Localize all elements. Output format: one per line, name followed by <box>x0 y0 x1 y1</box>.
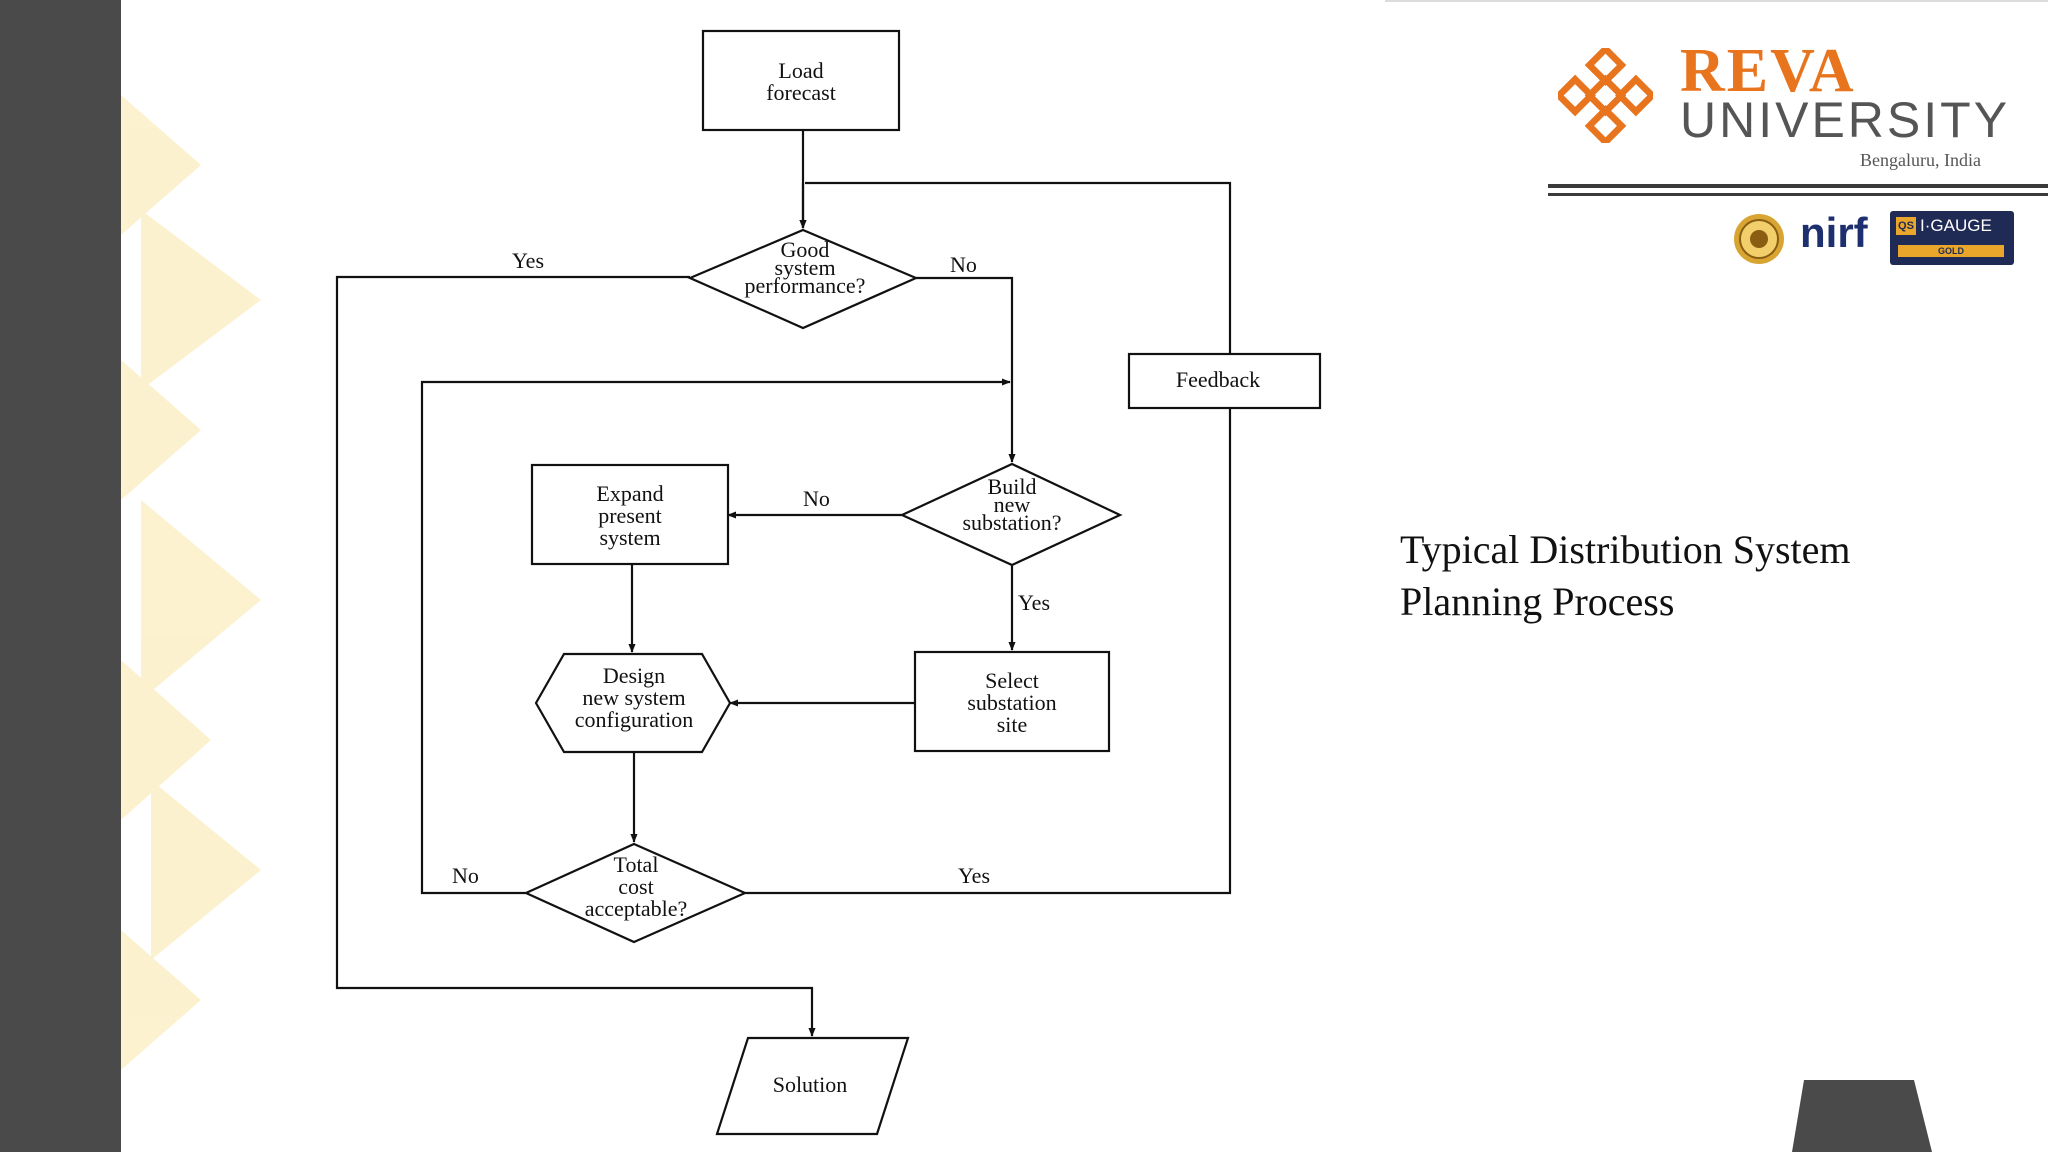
total-cost-decision: Total cost acceptable? <box>523 842 748 944</box>
brand-divider-thick <box>1548 184 2048 188</box>
naac-seal-icon <box>1734 214 1784 264</box>
build-substation-no-label: No <box>803 486 830 511</box>
feedback-node: Feedback <box>1127 352 1322 410</box>
left-side-bar <box>0 0 121 1152</box>
solution-label: Solution <box>773 1072 848 1097</box>
build-substation-line-3: substation? <box>963 510 1062 535</box>
decorative-pattern <box>121 95 261 1070</box>
build-substation-line-2: new <box>994 492 1031 517</box>
reva-logo-mark-icon <box>1558 48 1653 143</box>
load-forecast-line-2: forecast <box>766 80 836 105</box>
total-cost-line-1: Total <box>614 852 659 877</box>
corner-tab <box>1792 1080 1932 1152</box>
total-cost-no-label: No <box>452 863 479 888</box>
load-forecast-line-1: Load <box>778 58 823 83</box>
good-performance-decision: Good system performance? <box>687 228 919 330</box>
good-performance-no-label: No <box>950 252 977 277</box>
connectors <box>335 130 1232 1037</box>
qs-rating: GOLD <box>1898 245 2004 257</box>
brand-divider-thin <box>1548 193 2048 196</box>
load-forecast-node: Load forecast <box>701 29 901 132</box>
solution-node: Solution <box>715 1036 910 1136</box>
expand-system-node: Expand present system <box>530 463 730 566</box>
caption-line-2: Planning Process <box>1400 579 1675 624</box>
good-performance-line-1: Good <box>781 237 830 262</box>
build-substation-yes-label: Yes <box>1018 590 1050 615</box>
nirf-badge: nirf <box>1800 209 1868 256</box>
design-configuration-node: Design new system configuration <box>534 652 732 754</box>
total-cost-yes-label: Yes <box>958 863 990 888</box>
select-site-line-3: site <box>997 712 1028 737</box>
caption-line-1: Typical Distribution System <box>1400 527 1851 572</box>
slide-caption: Typical Distribution System Planning Pro… <box>1400 524 1960 628</box>
expand-system-line-2: present <box>598 503 662 528</box>
select-site-line-2: substation <box>967 690 1056 715</box>
brand-name: REVA <box>1680 37 1856 105</box>
good-performance-line-3: performance? <box>745 273 866 298</box>
select-site-line-1: Select <box>985 668 1039 693</box>
design-configuration-line-1: Design <box>603 663 665 688</box>
design-configuration-line-3: configuration <box>575 707 694 732</box>
top-divider <box>1385 0 2048 2</box>
select-site-node: Select substation site <box>913 650 1111 753</box>
good-performance-yes-label: Yes <box>512 248 544 273</box>
build-substation-line-1: Build <box>988 474 1037 499</box>
feedback-label: Feedback <box>1176 367 1260 392</box>
expand-system-line-3: system <box>599 525 660 550</box>
good-performance-line-2: system <box>774 255 835 280</box>
design-configuration-line-2: new system <box>582 685 685 710</box>
qs-title: I·GAUGE <box>1920 216 1992 235</box>
qs-igauge-badge: QS I·GAUGE GOLD <box>1890 211 2014 265</box>
build-substation-decision: Build new substation? <box>899 462 1123 567</box>
qs-mark: QS <box>1896 217 1916 235</box>
brand-location: Bengaluru, India <box>1860 150 1981 170</box>
total-cost-line-3: acceptable? <box>585 896 688 921</box>
brand-subtitle: UNIVERSITY <box>1680 92 2011 148</box>
total-cost-line-2: cost <box>618 874 653 899</box>
expand-system-line-1: Expand <box>596 481 663 506</box>
